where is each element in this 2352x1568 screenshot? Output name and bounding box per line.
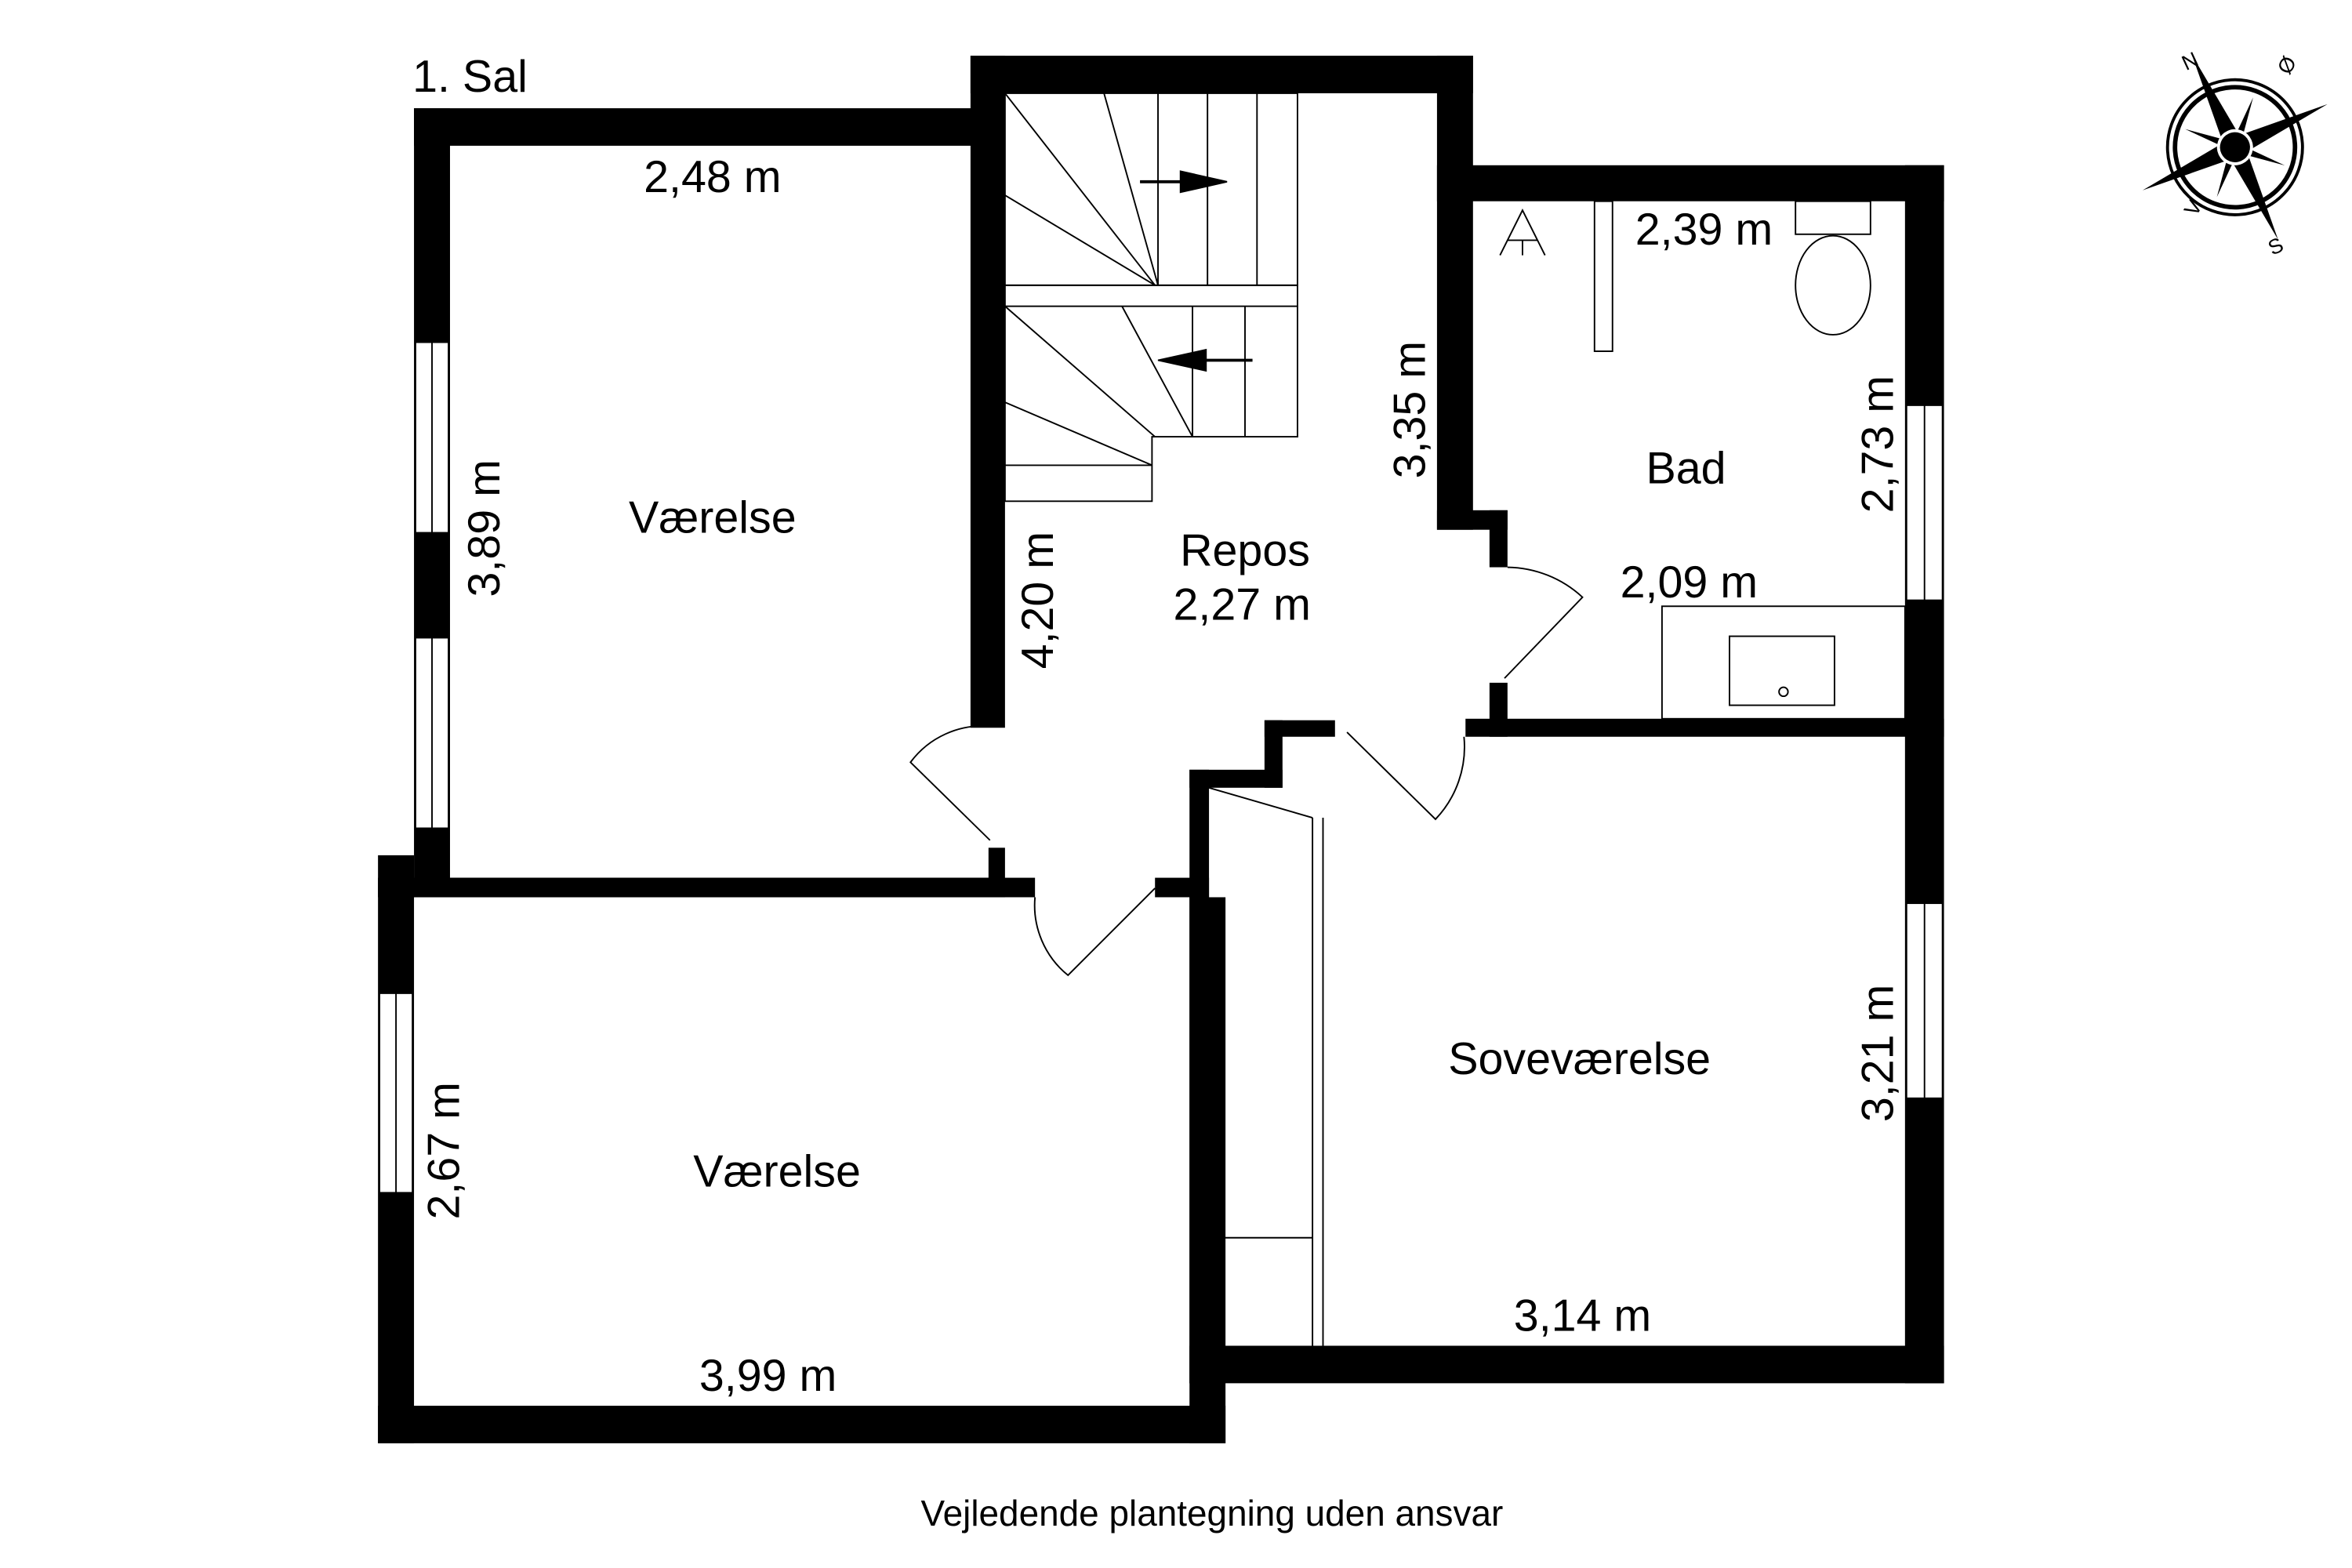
labels: 1. Sal Værelse 2,48 m 3,89 m Repos 2,27 … (412, 52, 1903, 1534)
doors (909, 566, 1584, 977)
floor-label: 1. Sal (412, 52, 528, 102)
dimension: 3,21 m (1853, 985, 1904, 1122)
compass: N S (2142, 47, 2328, 260)
fixtures (1208, 200, 1906, 1346)
dimension: 3,35 m (1385, 341, 1436, 478)
room-name: Værelse (693, 1147, 861, 1197)
compass-east: Ø (2273, 53, 2301, 78)
room-name: Repos (1180, 526, 1310, 576)
windows (379, 341, 1944, 1194)
room-name: Værelse (629, 493, 797, 543)
dimension: 2,73 m (1853, 376, 1904, 513)
dimension: 2,67 m (419, 1082, 469, 1219)
dimension: 3,99 m (699, 1351, 837, 1401)
dimension: 3,89 m (459, 459, 510, 597)
room-name: Bad (1646, 443, 1726, 493)
compass-south: S (2264, 233, 2287, 260)
dimension: 2,48 m (644, 152, 781, 202)
stairs (1004, 92, 1298, 503)
dimension: 2,27 m (1173, 579, 1310, 630)
dimension: 3,14 m (1514, 1290, 1651, 1341)
walls (378, 56, 1944, 1443)
dimension: 2,39 m (1635, 205, 1773, 255)
dimension: 4,20 m (1013, 532, 1063, 669)
footer-disclaimer: Vejledende plantegning uden ansvar (921, 1493, 1504, 1534)
room-name: Soveværelse (1448, 1034, 1711, 1084)
dimension: 2,09 m (1621, 557, 1758, 608)
